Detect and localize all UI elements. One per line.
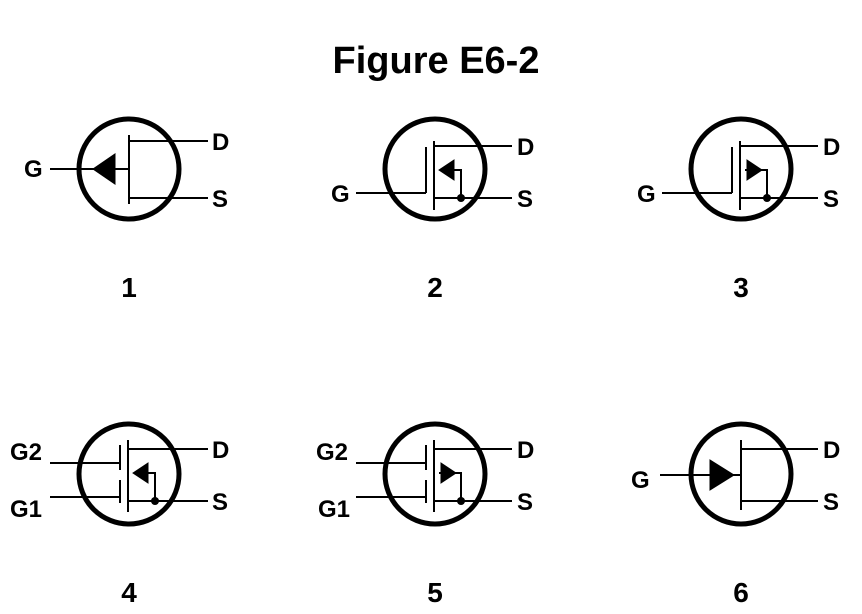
symbol-2: G D S 2 <box>331 116 534 303</box>
symbol-2-substrate-arrow <box>438 159 455 181</box>
symbol-5-drain-label: D <box>517 437 534 464</box>
symbol-1-number: 1 <box>121 272 137 303</box>
symbol-4-drain-label: D <box>212 437 229 464</box>
symbol-3-substrate-arrow <box>746 159 763 181</box>
symbol-6-source-label: S <box>823 489 839 516</box>
symbol-2-envelope <box>382 116 488 222</box>
symbol-6-number: 6 <box>733 577 749 608</box>
symbol-3-drain-label: D <box>823 134 840 161</box>
symbol-3-envelope <box>688 116 794 222</box>
symbol-5-junction-dot <box>457 497 465 505</box>
symbol-2-source-label: S <box>517 186 533 213</box>
symbol-5-substrate-arrow <box>440 462 457 484</box>
symbol-4: G2 G1 D S 4 <box>10 421 229 608</box>
symbol-6: G D S 6 <box>631 421 840 608</box>
symbol-4-gate2-label: G2 <box>10 439 42 466</box>
symbol-5: G2 G1 D S 5 <box>316 421 534 608</box>
symbol-3-junction-dot <box>763 194 771 202</box>
symbol-3-number: 3 <box>733 272 749 303</box>
symbol-3: G D S 3 <box>637 116 840 303</box>
symbol-4-number: 4 <box>121 577 137 608</box>
symbol-5-gate2-label: G2 <box>316 439 348 466</box>
symbol-4-envelope <box>76 421 182 527</box>
symbol-3-source-label: S <box>823 186 839 213</box>
symbol-5-envelope <box>382 421 488 527</box>
symbol-1-gate-label: G <box>24 156 43 183</box>
symbol-5-source-label: S <box>517 489 533 516</box>
symbol-4-substrate-arrow <box>132 462 149 484</box>
symbol-1: G D S 1 <box>24 116 229 303</box>
symbol-1-gate-arrow <box>92 153 116 185</box>
symbol-4-source-label: S <box>212 489 228 516</box>
symbol-5-number: 5 <box>427 577 443 608</box>
symbol-1-source-label: S <box>212 186 228 213</box>
symbol-6-gate-label: G <box>631 467 650 494</box>
figure-title: Figure E6-2 <box>333 40 540 82</box>
symbol-3-gate-label: G <box>637 181 656 208</box>
symbol-4-gate1-label: G1 <box>10 496 42 523</box>
symbol-2-drain-label: D <box>517 134 534 161</box>
symbol-4-junction-dot <box>151 497 159 505</box>
symbol-6-drain-label: D <box>823 437 840 464</box>
symbol-1-drain-label: D <box>212 129 229 156</box>
symbol-2-gate-label: G <box>331 181 350 208</box>
symbol-2-junction-dot <box>457 194 465 202</box>
symbol-6-gate-arrow <box>709 459 735 491</box>
symbol-2-number: 2 <box>427 272 443 303</box>
symbol-5-gate1-label: G1 <box>318 496 350 523</box>
